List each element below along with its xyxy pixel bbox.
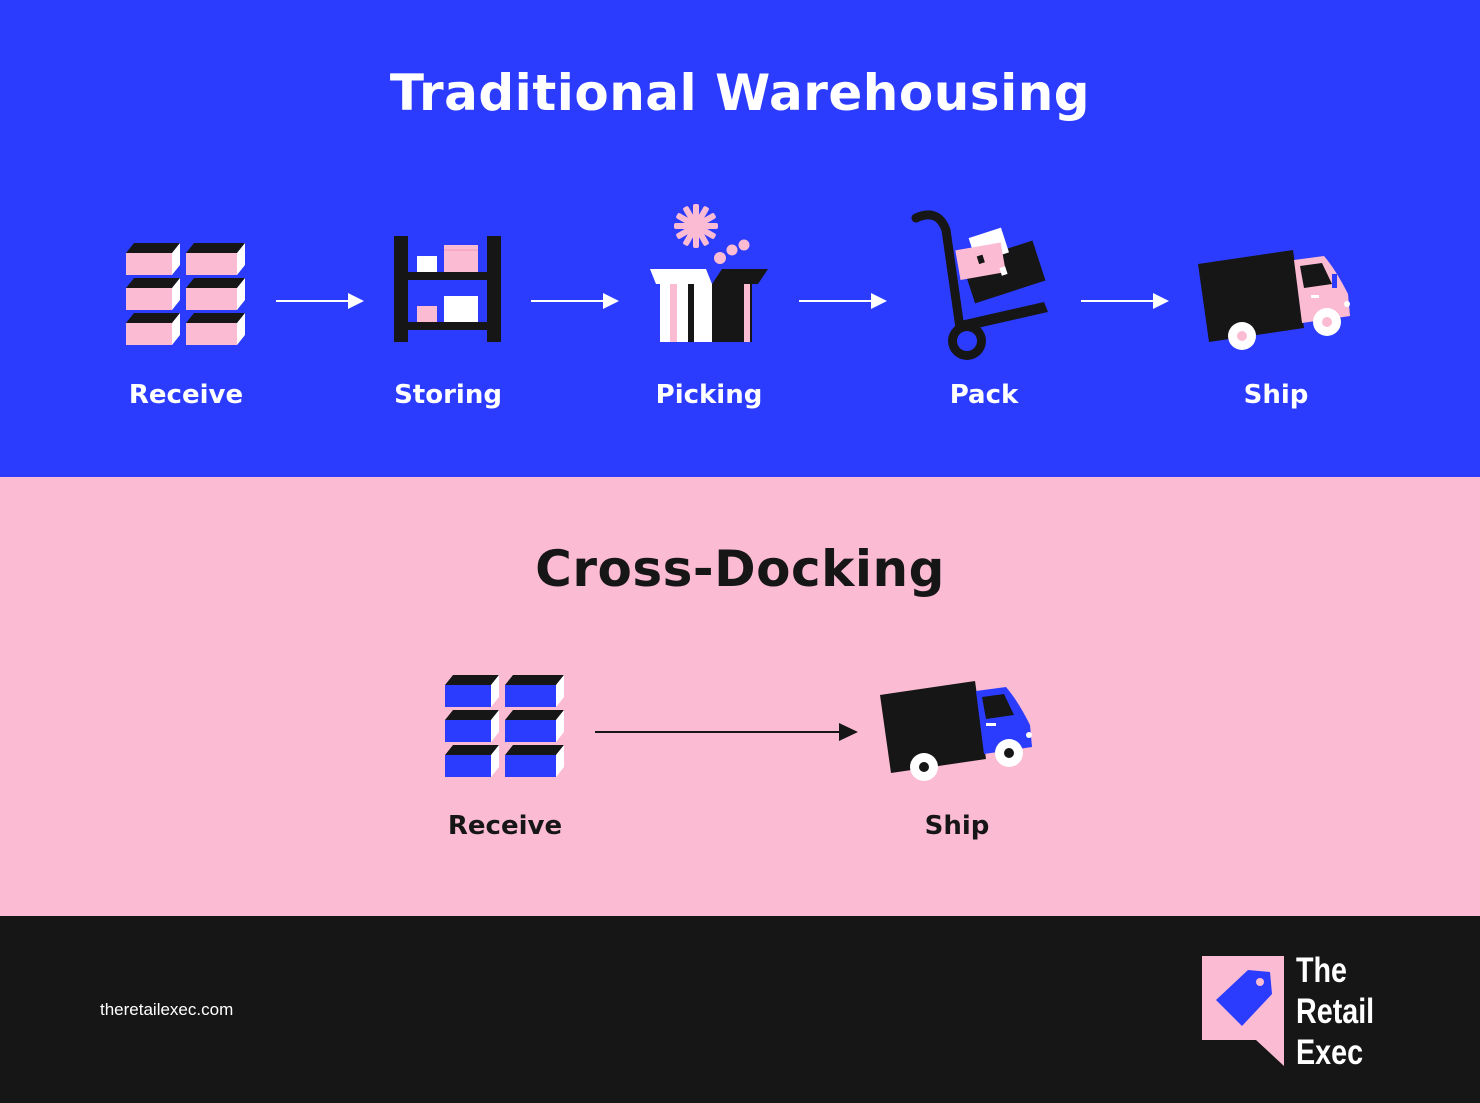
stacked-boxes-icon [445, 675, 564, 777]
logo-line: The [1296, 951, 1348, 990]
logo-line: Exec [1296, 1033, 1364, 1072]
step-label-picking: Picking [655, 380, 763, 410]
step-label-pack: Pack [949, 380, 1019, 410]
open-box-icon [650, 204, 768, 342]
footer: theretailexec.com The Retail Exec [0, 916, 1480, 1103]
arrow-icon [276, 293, 364, 309]
step-label-receive: Receive [447, 811, 563, 841]
traditional-title: Traditional Warehousing [389, 64, 1091, 122]
step-label-ship: Ship [924, 811, 990, 841]
price-tag-logo-icon [1202, 956, 1284, 1066]
brand-logo-text: The Retail Exec [1296, 950, 1374, 1073]
truck-icon [1198, 250, 1350, 350]
arrow-icon [799, 293, 887, 309]
step-label-ship: Ship [1243, 380, 1309, 410]
truck-icon [880, 681, 1032, 781]
arrow-icon [595, 723, 858, 741]
stacked-boxes-icon [126, 243, 245, 345]
cross-docking-title: Cross-Docking [535, 540, 945, 598]
traditional-warehousing-section: Traditional Warehousing [0, 0, 1480, 477]
storage-shelf-icon [394, 236, 501, 342]
arrow-icon [1081, 293, 1169, 309]
cross-docking-section: Cross-Docking Receive Ship [0, 477, 1480, 916]
logo-line: Retail [1296, 992, 1375, 1031]
arrow-icon [531, 293, 619, 309]
step-label-storing: Storing [394, 380, 502, 410]
step-label-receive: Receive [128, 380, 244, 410]
hand-truck-icon [911, 210, 1048, 360]
website-link[interactable]: theretailexec.com [100, 1000, 234, 1019]
